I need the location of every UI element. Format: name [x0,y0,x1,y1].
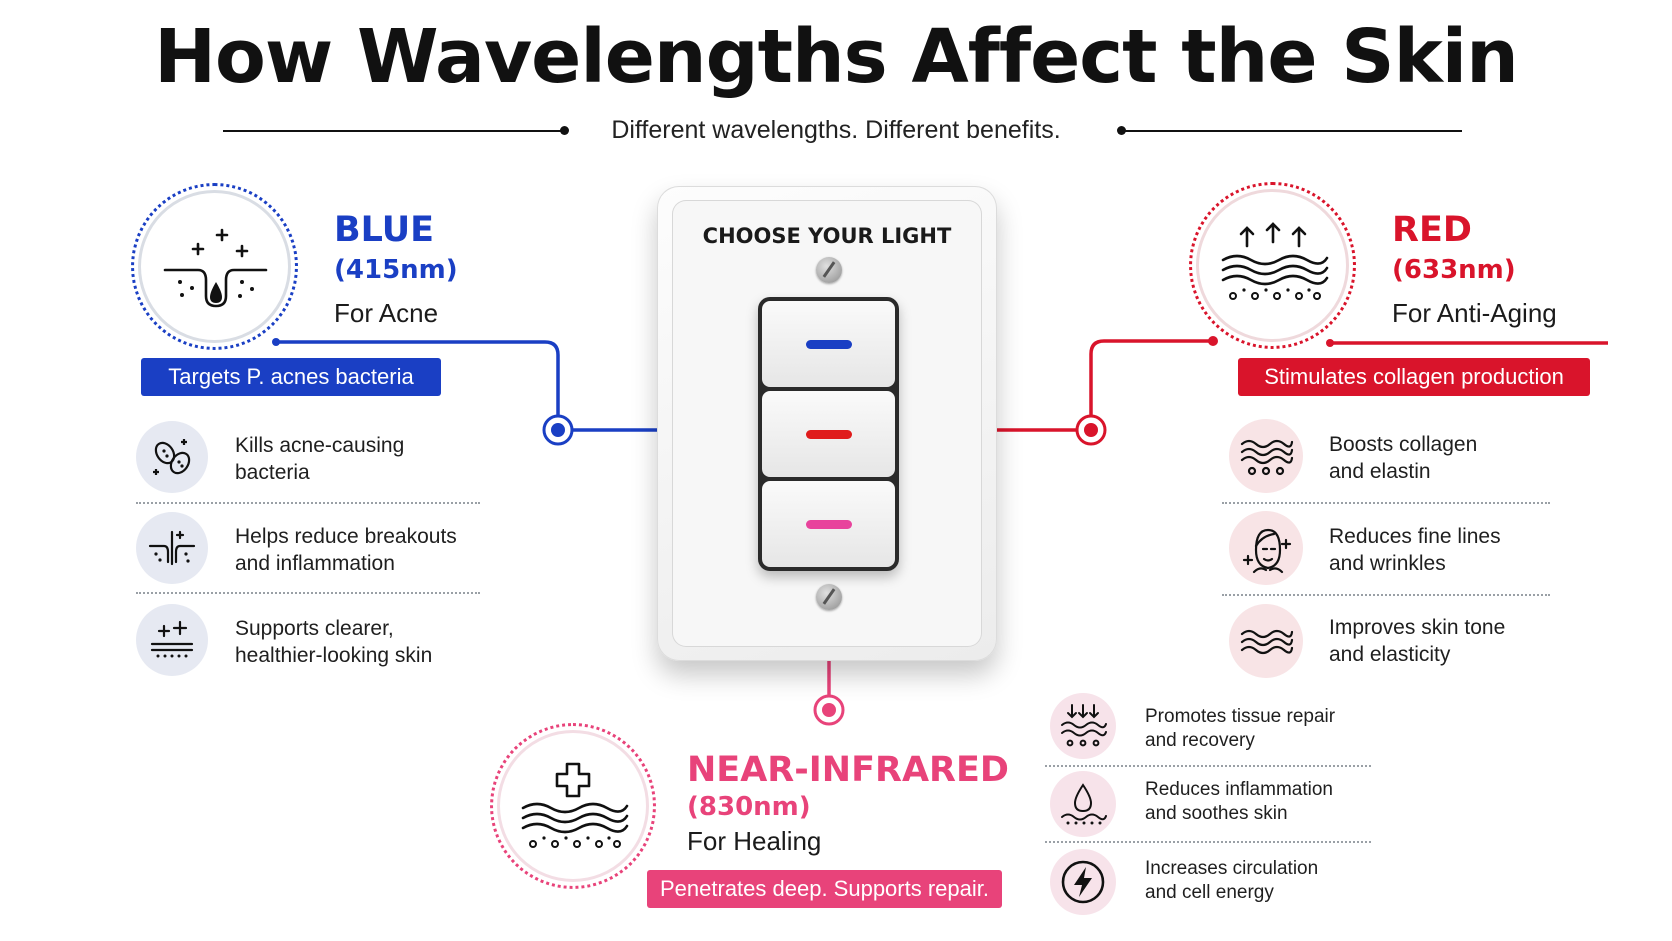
subtitle-dot-right [1117,126,1126,135]
nir-purpose: For Healing [687,826,822,856]
blue-benefit-3: Supports clearer,healthier-looking skin [235,617,433,667]
nir-benefit-icon-2 [1050,771,1116,837]
red-benefit-icon-3 [1229,604,1303,678]
nir-wavelength: (830nm) [687,792,811,822]
pore-sparkle-icon [163,228,267,307]
page-subtitle: Different wavelengths. Different benefit… [611,116,1061,144]
subtitle-rule-right [1122,130,1462,132]
clear-skin-icon [150,620,194,658]
red-tag: Stimulates collagen production [1238,358,1590,396]
subtitle-rule-left [223,130,563,132]
face-icon [1242,528,1292,574]
collagen-icon [1240,439,1294,476]
red-benefit-icon-2 [1229,511,1303,585]
pink-indicator [805,519,852,529]
bacteria-icon [153,439,191,475]
blue-light-switch[interactable] [762,301,895,387]
lightning-icon [1061,860,1105,904]
nir-divider-1 [1045,765,1371,767]
blue-tag: Targets P. acnes bacteria [141,358,441,396]
tissue-repair-icon [1061,704,1107,747]
subtitle-dot-left [560,126,569,135]
waves-icon [1240,629,1294,655]
top-screw [816,257,842,283]
nir-name: NEAR-INFRARED [687,750,1009,790]
blue-benefit-icon-3 [136,604,208,676]
switch-label: CHOOSE YOUR LIGHT [702,224,952,248]
blue-benefit-icon-2 [136,512,208,584]
red-benefit-icon-1 [1229,419,1303,493]
blue-benefit-icon-1 [136,421,208,493]
blue-name: BLUE [334,210,435,250]
red-indicator [805,429,852,439]
red-node [1075,414,1107,446]
nir-tag: Penetrates deep. Supports repair. [647,870,1002,908]
droplet-icon [1061,783,1107,825]
blue-indicator [805,339,852,349]
nir-divider-2 [1045,841,1371,843]
red-wavelength: (633nm) [1392,255,1516,285]
follicle-icon [148,530,196,566]
red-purpose: For Anti-Aging [1392,298,1557,328]
blue-icon-circle [131,183,298,350]
nir-benefit-icon-1 [1050,693,1116,759]
page-title: How Wavelengths Affect the Skin [154,14,1519,100]
blue-wavelength: (415nm) [334,255,458,285]
red-divider-1 [1222,502,1550,504]
nir-node [813,694,845,726]
nir-light-switch[interactable] [762,481,895,567]
red-icon-circle [1189,182,1356,349]
skin-layers-arrows-icon [1221,221,1328,300]
blue-node [542,414,574,446]
medical-cross-skin-icon [521,762,629,848]
nir-icon-circle [490,723,656,889]
nir-benefit-icon-3 [1050,849,1116,915]
red-divider-2 [1222,594,1550,596]
blue-purpose: For Acne [334,298,439,328]
red-name: RED [1392,210,1472,250]
red-light-switch[interactable] [762,391,895,477]
blue-divider-2 [136,592,480,594]
bottom-screw [816,584,842,610]
blue-divider-1 [136,502,480,504]
